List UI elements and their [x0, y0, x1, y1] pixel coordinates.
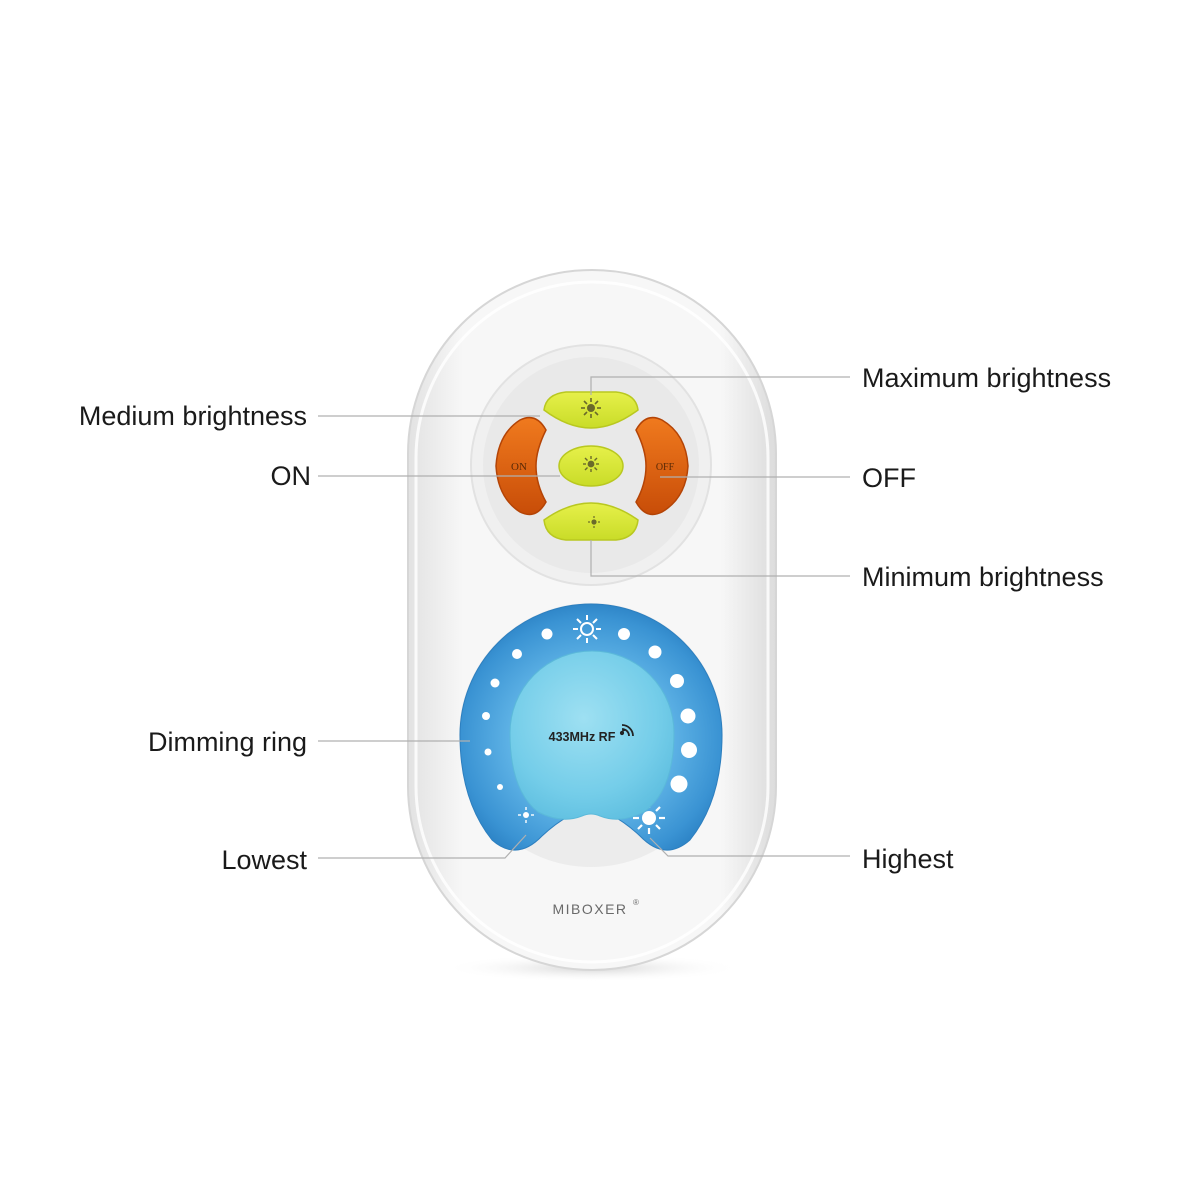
- callout-medium-brightness: Medium brightness: [78, 401, 307, 431]
- dimming-ring[interactable]: 433MHz RF: [459, 603, 723, 867]
- rf-label: 433MHz RF: [549, 730, 616, 744]
- brand-registered-mark: ®: [633, 898, 639, 907]
- ring-level-dots: [482, 628, 697, 793]
- off-key[interactable]: OFF: [635, 416, 689, 516]
- callout-lowest: Lowest: [221, 845, 307, 875]
- on-key-label: ON: [511, 461, 527, 473]
- sun-large-icon: [581, 398, 601, 418]
- callout-maximum-brightness: Maximum brightness: [862, 363, 1112, 393]
- leader-maximum: [590, 376, 850, 395]
- sun-small-icon: [518, 807, 534, 823]
- max-brightness-key[interactable]: [543, 391, 639, 429]
- callout-on: ON: [270, 461, 312, 491]
- callout-dimming-ring: Dimming ring: [147, 727, 307, 757]
- sun-small-icon: [588, 516, 600, 528]
- min-brightness-key[interactable]: [543, 502, 639, 541]
- callout-highest: Highest: [862, 844, 954, 874]
- on-key[interactable]: ON: [495, 416, 547, 516]
- callout-minimum-brightness: Minimum brightness: [862, 562, 1104, 592]
- medium-brightness-key[interactable]: [558, 445, 624, 487]
- wireless-signal-icon: [619, 724, 634, 737]
- brand-logo: MIBOXER ®: [552, 898, 639, 917]
- leader-lowest: [318, 834, 527, 859]
- leader-minimum: [590, 540, 850, 577]
- rf-center-disc: 433MHz RF: [509, 650, 675, 820]
- off-key-label: OFF: [656, 462, 675, 473]
- leader-highest: [649, 837, 850, 857]
- sun-medium-icon: [583, 456, 599, 472]
- callout-off: OFF: [862, 463, 916, 493]
- brand-name: MIBOXER: [552, 901, 627, 917]
- sun-icon: [573, 615, 601, 643]
- callout-lines: [318, 376, 850, 859]
